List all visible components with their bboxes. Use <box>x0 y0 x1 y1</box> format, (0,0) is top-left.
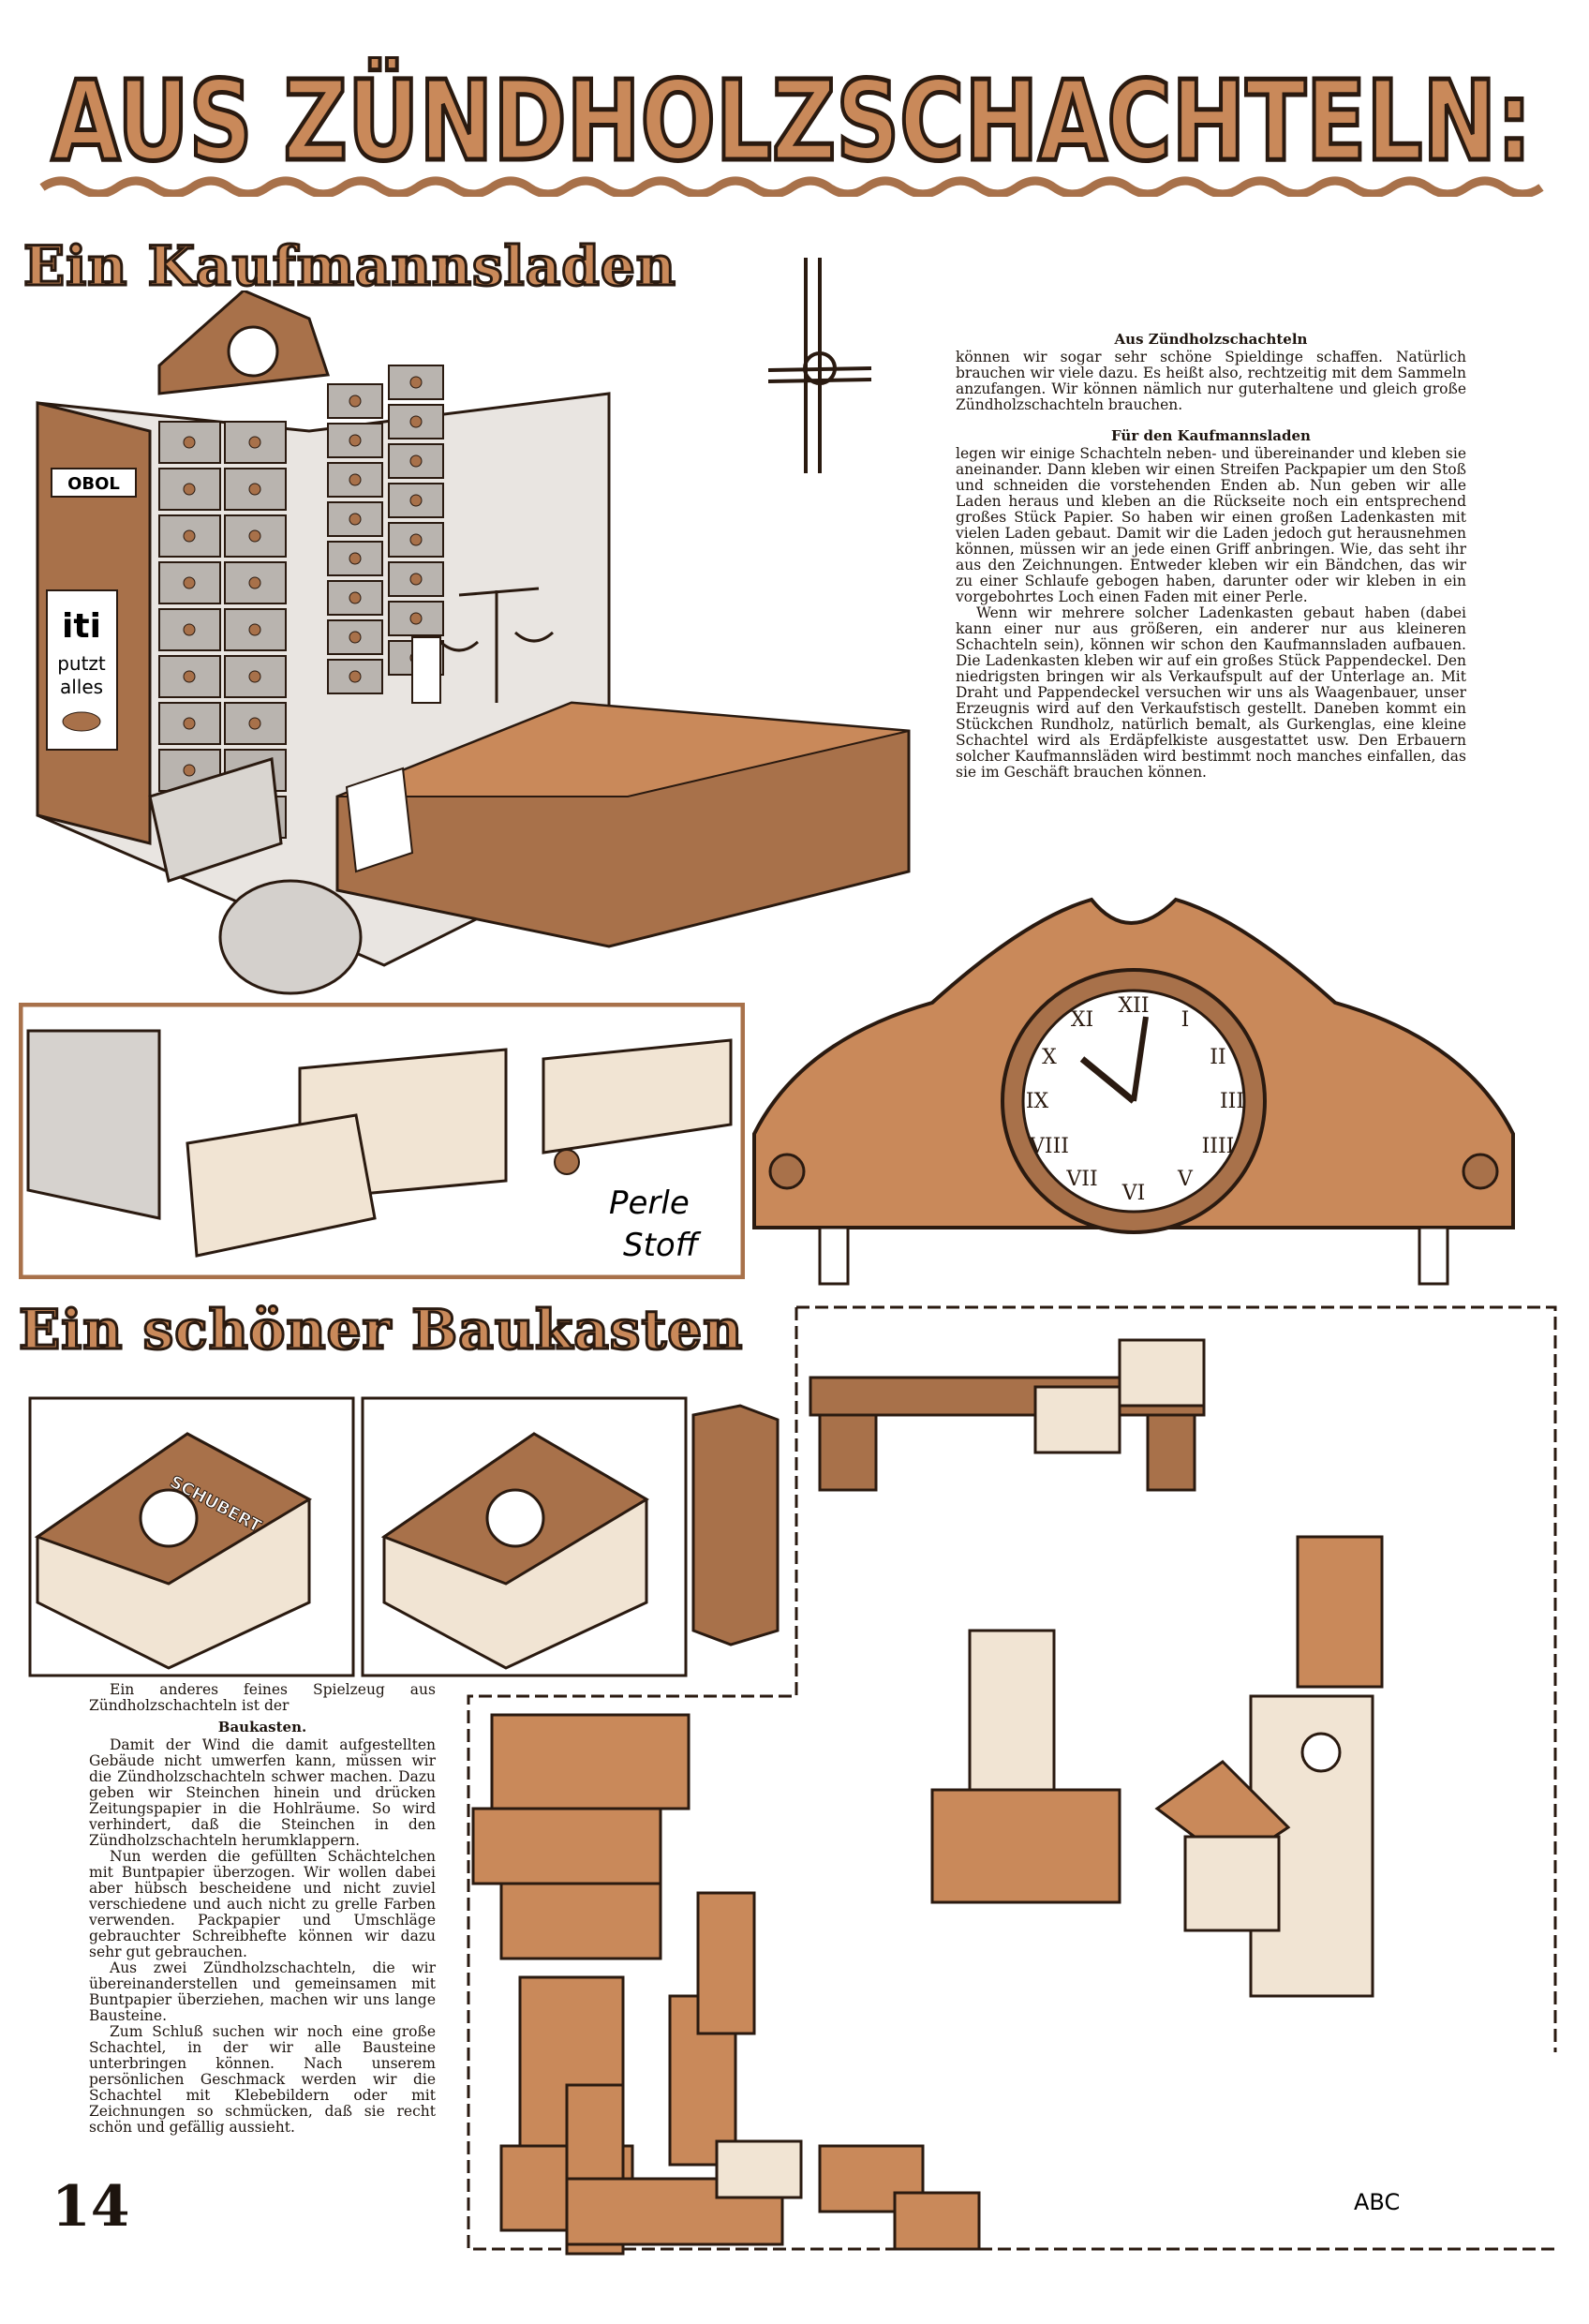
potato-box <box>148 757 283 883</box>
poster-text: alles <box>60 676 103 698</box>
building-blocks-illustration: ABC <box>467 1305 1557 2256</box>
article-paragraph: können wir sogar sehr schöne Spieldinge … <box>956 349 1466 413</box>
drawer-knob <box>349 513 362 526</box>
iti-poster: iti putzt alles <box>46 589 118 751</box>
string-loop-illustration <box>768 258 872 473</box>
svg-text:VI: VI <box>1121 1182 1146 1205</box>
svg-text:X: X <box>1042 1046 1057 1069</box>
drawer <box>224 514 287 558</box>
svg-text:II: II <box>1210 1046 1225 1069</box>
article-paragraph: Wenn wir mehrere solcher Ladenkasten geb… <box>956 604 1466 781</box>
page-title: AUS ZÜNDHOLZSCHACHTELN: <box>39 56 1544 197</box>
drawer-knob <box>349 395 362 408</box>
shop-illustration: OBOL iti putzt alles <box>36 290 911 995</box>
perle-label: Perle <box>609 1184 690 1222</box>
section-heading-kaufmannsladen: Ein Kaufmannsladen <box>22 233 677 300</box>
jar <box>411 636 441 704</box>
svg-text:VIII: VIII <box>1029 1135 1069 1158</box>
svg-text:V: V <box>1177 1168 1194 1191</box>
svg-text:I: I <box>1181 1008 1190 1032</box>
drawer-handle-detail: Perle Stoff <box>19 1003 745 1279</box>
svg-text:III: III <box>1220 1090 1244 1113</box>
drawer <box>158 608 221 651</box>
drawer-knob <box>409 376 423 389</box>
page-number: 14 <box>52 2174 130 2240</box>
drawer-knob <box>183 483 196 496</box>
section-heading-baukasten: Ein schöner Baukasten <box>17 1297 744 1363</box>
svg-text:IIII: IIII <box>1202 1135 1235 1158</box>
poster-text: putzt <box>57 652 106 675</box>
article-baukasten: Ein anderes feines Spielzeug aus Zündhol… <box>89 1682 436 2136</box>
poster-text: iti <box>62 607 101 646</box>
wavy-divider <box>39 176 1544 197</box>
drawer-label: OBOL <box>67 474 120 494</box>
drawer-knob <box>248 529 261 543</box>
drawer <box>327 383 383 419</box>
article-paragraph: Damit der Wind die damit aufgestellten G… <box>89 1736 436 1849</box>
drawer-knob <box>349 552 362 565</box>
drawer-cabinet <box>158 365 444 839</box>
drawer-knob <box>183 764 196 777</box>
drawer-knob <box>183 623 196 636</box>
artist-signature: ABC <box>1354 2189 1400 2215</box>
drawer-knob <box>409 415 423 428</box>
article-paragraph: legen wir einige Schachteln neben- und ü… <box>956 445 1466 605</box>
article-heading: Aus Zündholzschachteln <box>1114 331 1308 348</box>
sack <box>218 879 363 995</box>
article-heading: Für den Kaufmannsladen <box>1111 427 1311 444</box>
svg-text:VII: VII <box>1065 1168 1097 1191</box>
drawer-knob <box>409 454 423 468</box>
drawer-knob <box>409 533 423 546</box>
scale-icon <box>438 587 555 703</box>
article-paragraph: Ein anderes feines Spielzeug aus Zündhol… <box>89 1681 436 1714</box>
svg-text:XII: XII <box>1118 994 1149 1018</box>
drawer-knob <box>183 436 196 449</box>
drawer-knob <box>349 631 362 644</box>
drawer-knob <box>183 717 196 730</box>
drawer-knob <box>248 436 261 449</box>
drawer-knob <box>248 623 261 636</box>
stoff-label: Stoff <box>623 1227 702 1264</box>
svg-text:AUS ZÜNDHOLZSCHACHTELN:: AUS ZÜNDHOLZSCHACHTELN: <box>52 56 1532 186</box>
drawer-knob <box>349 670 362 683</box>
drawer <box>327 659 383 694</box>
clock-icon <box>227 325 279 378</box>
drawer-knob <box>349 434 362 447</box>
svg-text:XI: XI <box>1071 1008 1093 1032</box>
article-paragraph: Aus zwei Zündholzschachteln, die wir übe… <box>89 1959 436 2024</box>
drawer-knob <box>183 670 196 683</box>
svg-text:IX: IX <box>1026 1090 1049 1113</box>
paper-bags <box>345 767 414 873</box>
drawer-knob <box>248 576 261 589</box>
article-kaufmannsladen: Aus Zündholzschachteln können wir sogar … <box>956 326 1466 781</box>
article-paragraph: Zum Schluß suchen wir noch eine große Sc… <box>89 2023 436 2136</box>
drawer-knob <box>183 576 196 589</box>
drawer-knob <box>409 494 423 507</box>
drawer-knob <box>409 612 423 625</box>
drawer-knob <box>349 591 362 604</box>
drawer <box>327 580 383 616</box>
matchbox-cover-illustration: SCHUBERT <box>28 1396 780 1677</box>
article-paragraph: Nun werden die gefüllten Schächtelchen m… <box>89 1848 436 1960</box>
drawer-knob <box>409 573 423 586</box>
article-heading: Baukasten. <box>217 1719 307 1736</box>
drawer-knob <box>248 717 261 730</box>
drawer-knob <box>248 483 261 496</box>
drawer-knob <box>183 529 196 543</box>
drawer-knob <box>349 473 362 486</box>
drawer <box>158 655 221 698</box>
drawer-knob <box>248 670 261 683</box>
